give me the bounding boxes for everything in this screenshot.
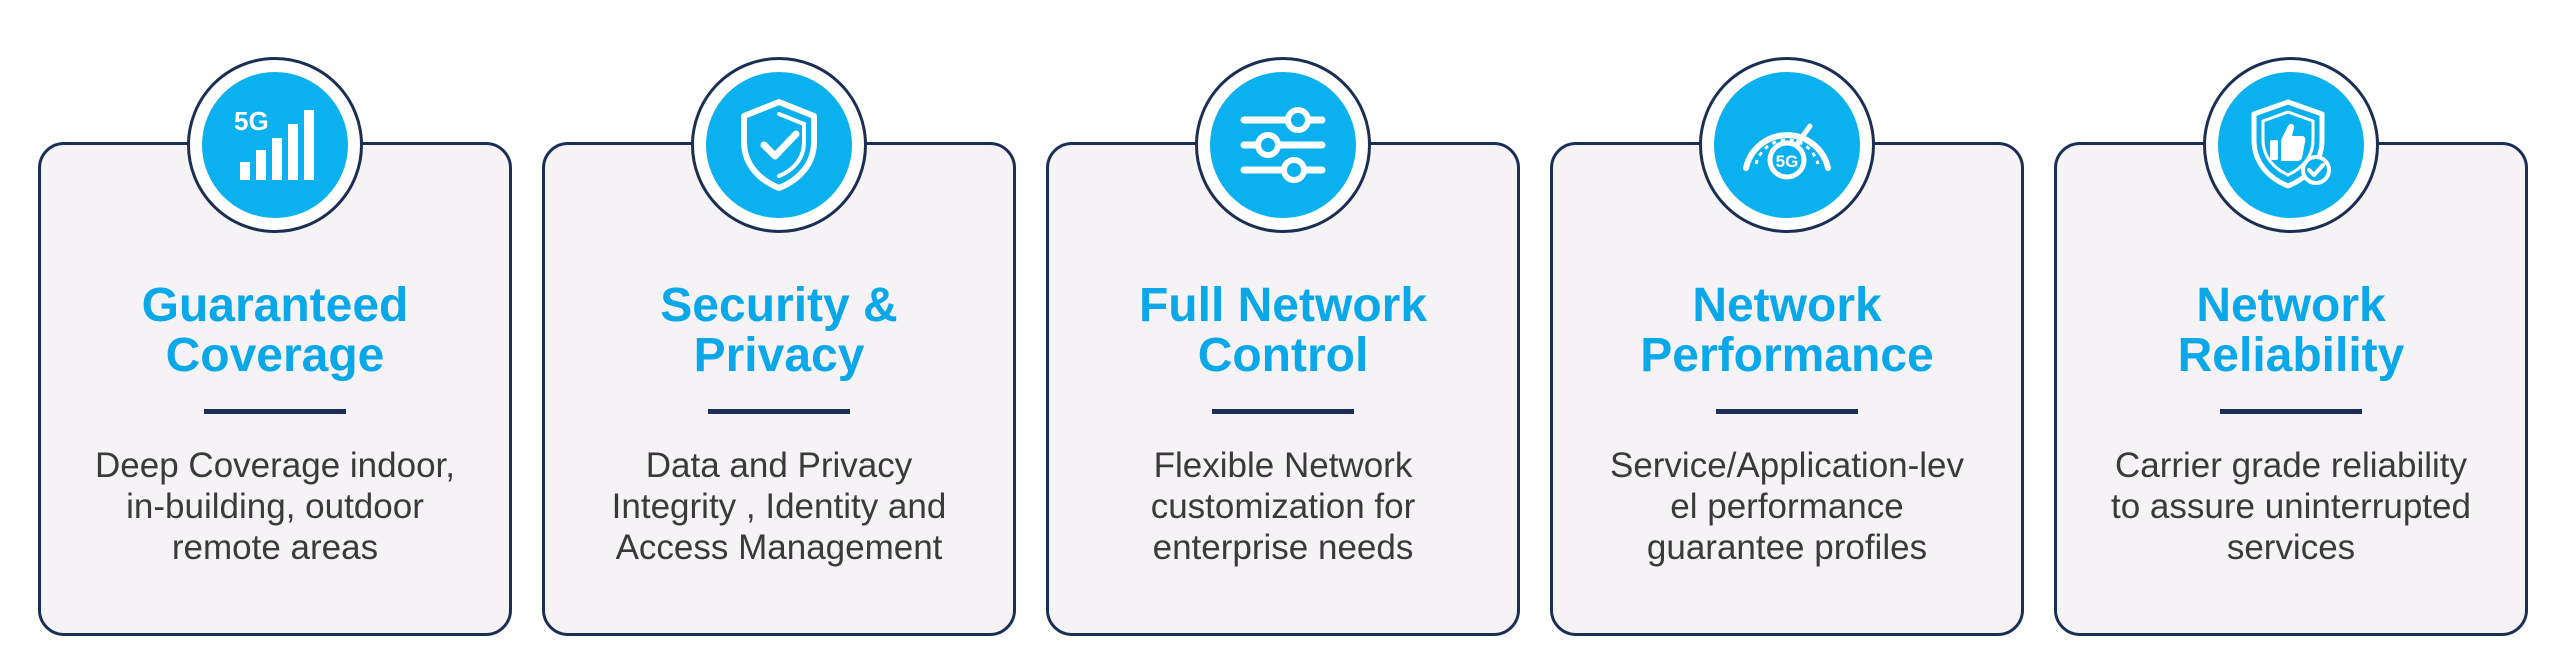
card-description: Data and Privacy Integrity , Identity an… <box>611 446 947 567</box>
card-title: Security & Privacy <box>660 279 898 382</box>
feature-card-guaranteed-coverage: 5G Guaranteed Coverage Deep Coverage ind… <box>38 57 512 636</box>
shield-thumbs-up-icon <box>2218 72 2364 218</box>
card-description: Carrier grade reliability to assure unin… <box>2111 446 2471 567</box>
icon-badge: 5G <box>187 57 363 233</box>
card-title: Guaranteed Coverage <box>141 279 409 382</box>
feature-card-security-privacy: Security & Privacy Data and Privacy Inte… <box>542 57 1016 636</box>
shield-check-icon <box>706 72 852 218</box>
card-title: Network Reliability <box>2177 279 2405 382</box>
card-description: Flexible Network customization for enter… <box>1150 446 1416 567</box>
icon-badge <box>2203 57 2379 233</box>
card-title: Full Network Control <box>1138 279 1428 382</box>
title-divider <box>1212 409 1354 414</box>
title-divider <box>2220 409 2362 414</box>
feature-card-full-network-control: Full Network Control Flexible Network cu… <box>1046 57 1520 636</box>
icon-badge <box>691 57 867 233</box>
feature-card-network-reliability: Network Reliability Carrier grade reliab… <box>2054 57 2528 636</box>
card-description: Deep Coverage indoor, in-building, outdo… <box>95 446 455 567</box>
title-divider <box>1716 409 1858 414</box>
icon-badge: 5G <box>1699 57 1875 233</box>
title-divider <box>204 409 346 414</box>
card-description: Service/Application-lev el performance g… <box>1609 446 1965 567</box>
svg-text:5G: 5G <box>1776 152 1799 171</box>
sliders-icon <box>1210 72 1356 218</box>
icon-badge <box>1195 57 1371 233</box>
title-divider <box>708 409 850 414</box>
card-title: Network Performance <box>1640 279 1934 382</box>
feature-card-network-performance: 5G Network Performance Service/Applicati… <box>1550 57 2024 636</box>
5g-signal-icon: 5G <box>202 72 348 218</box>
svg-text:5G: 5G <box>234 106 269 136</box>
5g-speedometer-icon: 5G <box>1714 72 1860 218</box>
